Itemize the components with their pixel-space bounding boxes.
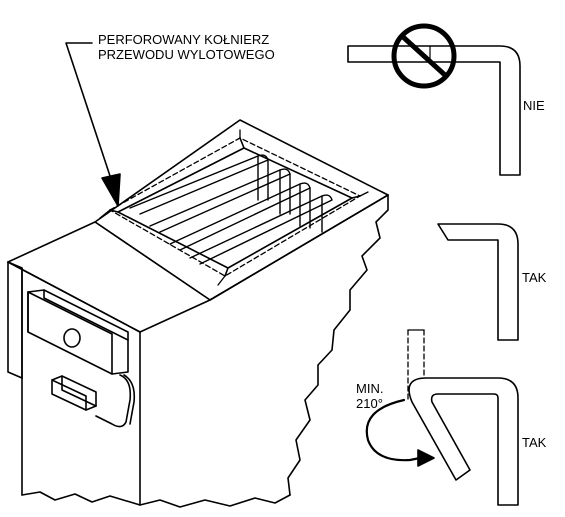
furnace-cabinet	[7, 119, 389, 508]
control-knob	[63, 328, 81, 348]
prohibited-icon	[391, 23, 457, 89]
min-angle-line1: MIN.	[356, 381, 384, 396]
pipe-nie	[347, 45, 521, 176]
min-angle-line2: 210°	[356, 396, 383, 411]
min-angle-label: MIN. 210°	[356, 381, 383, 411]
leader-arrowhead	[101, 173, 121, 207]
heat-exchanger-tubes	[129, 154, 333, 265]
flange-label-line2: PRZEWODU WYLOTOWEGO	[98, 47, 275, 62]
pipe-tak-1	[437, 223, 519, 341]
flange-label-line1: PERFOROWANY KOŁNIERZ	[98, 32, 270, 47]
flue-opening	[99, 129, 369, 286]
flange-label: PERFOROWANY KOŁNIERZ PRZEWODU WYLOTOWEGO	[98, 32, 275, 62]
cabinet-torn-edge	[287, 194, 389, 496]
rotation-arrow-icon	[365, 398, 422, 462]
bend-nie	[347, 23, 521, 176]
nie-label: NIE	[523, 98, 545, 113]
bend-tak-1	[437, 223, 519, 341]
bend-tak-2	[365, 329, 519, 506]
tak-label-2: TAK	[522, 435, 547, 450]
tak-label-1: TAK	[522, 270, 547, 285]
cabinet-bottom-torn	[21, 491, 291, 508]
leader-arrow	[65, 42, 121, 207]
control-wire	[95, 374, 132, 428]
control-panel	[27, 289, 136, 428]
cabinet-left-edge	[7, 261, 23, 496]
control-switch	[51, 375, 97, 411]
pipe-tak-2	[408, 377, 519, 506]
